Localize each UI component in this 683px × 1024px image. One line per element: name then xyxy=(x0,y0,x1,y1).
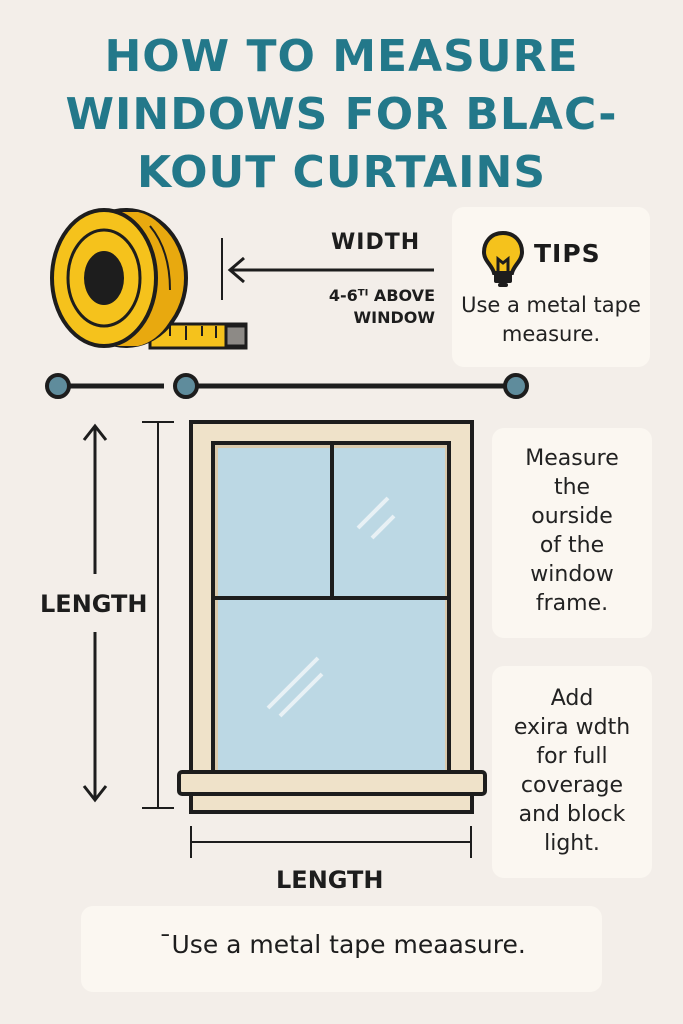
title-line-2: WINDOWS FOR BLAC- xyxy=(65,89,618,140)
page-title: HOW TO MEASURE WINDOWS FOR BLAC- KOUT CU… xyxy=(0,28,683,202)
width-label: WIDTH xyxy=(331,230,421,255)
tips-heading: TIPS xyxy=(534,239,601,268)
length-label-bottom: LENGTH xyxy=(276,866,384,894)
curtain-rod xyxy=(45,373,529,399)
frame-tip-card: Measure the ourside of the window frame. xyxy=(492,428,652,638)
title-line-1: HOW TO MEASURE xyxy=(104,31,579,82)
tape-measure-icon xyxy=(50,208,248,350)
tips-text: Use a metal tape measure. xyxy=(461,293,641,346)
extra-width-tip-text: Add exira wdth for full coverage and blo… xyxy=(513,686,631,856)
length-label-left: LENGTH xyxy=(40,590,148,618)
extra-width-tip-card: Add exira wdth for full coverage and blo… xyxy=(492,666,652,878)
window-frame xyxy=(177,420,487,814)
title-line-3: KOUT CURTAINS xyxy=(136,147,547,198)
bottom-tip-card: ¯Use a metal tape meaasure. xyxy=(81,906,602,992)
width-arrow xyxy=(221,238,434,300)
bottom-tip-text: ¯Use a metal tape meaasure. xyxy=(159,930,526,959)
lightbulb-icon xyxy=(481,230,525,287)
length-arrow-bottom xyxy=(190,826,472,858)
frame-tip-text: Measure the ourside of the window frame. xyxy=(525,446,619,616)
above-window-label: 4-6ᵀᴵ ABOVE WINDOW xyxy=(328,286,435,327)
length-arrow-left xyxy=(82,421,174,809)
tips-card: TIPS Use a metal tape measure. xyxy=(452,207,650,367)
